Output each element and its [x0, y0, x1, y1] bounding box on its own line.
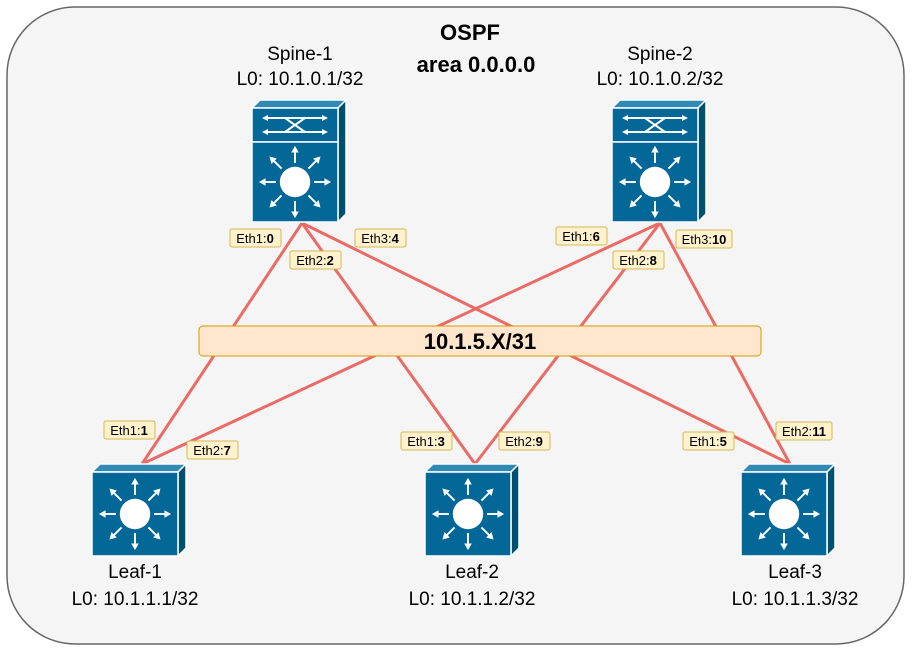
port-label: Eth2:8: [612, 250, 665, 270]
port-label: Eth2:9: [498, 431, 551, 451]
spine-2-name: Spine-2: [627, 44, 693, 65]
port-label: Eth3:4: [354, 228, 407, 248]
spine-2-loopback: L0: 10.1.0.2/32: [597, 69, 724, 90]
svg-text:Eth2:8: Eth2:8: [619, 253, 657, 268]
leaf-3-name: Leaf-3: [768, 562, 822, 583]
svg-text:Eth2:7: Eth2:7: [193, 443, 231, 458]
leaf-3-device[interactable]: Leaf-3 L0: 10.1.1.3/32: [732, 462, 859, 610]
multilayer-switch-icon: [610, 98, 708, 224]
port-label: Eth1:3: [400, 431, 453, 451]
multilayer-switch-icon: [250, 98, 348, 224]
leaf-1-device[interactable]: Leaf-1 L0: 10.1.1.1/32: [72, 462, 199, 610]
leaf-1-loopback: L0: 10.1.1.1/32: [72, 589, 199, 610]
port-label: Eth2:7: [186, 440, 239, 460]
leaf-2-loopback: L0: 10.1.1.2/32: [409, 589, 536, 610]
leaf-2-name: Leaf-2: [445, 562, 499, 583]
svg-text:Eth2:11: Eth2:11: [782, 424, 826, 439]
leaf-2-device[interactable]: Leaf-2 L0: 10.1.1.2/32: [409, 462, 536, 610]
svg-text:Eth3:4: Eth3:4: [361, 231, 399, 246]
port-label: Eth1:1: [103, 420, 156, 440]
subnet-bar: [198, 325, 762, 357]
spine-1-device[interactable]: Spine-1 L0: 10.1.0.1/32: [237, 44, 364, 224]
svg-text:Eth3:10: Eth3:10: [682, 232, 727, 247]
spine-2-device[interactable]: Spine-2 L0: 10.1.0.2/32: [597, 44, 724, 224]
layer3-switch-icon: [739, 462, 837, 558]
layer3-switch-icon: [423, 462, 521, 558]
leaf-1-name: Leaf-1: [108, 562, 162, 583]
spine-1-name: Spine-1: [267, 44, 333, 65]
subnet-label: 10.1.5.X/31: [424, 329, 537, 354]
port-labels: Eth1:0 Eth2:2 Eth3:4 Eth1:6 Eth2:8 Eth3:…: [103, 226, 833, 460]
svg-text:Eth1:0: Eth1:0: [236, 231, 274, 246]
spine-1-loopback: L0: 10.1.0.1/32: [237, 69, 364, 90]
port-label: Eth2:11: [775, 421, 833, 441]
svg-text:Eth2:9: Eth2:9: [505, 434, 543, 449]
port-label: Eth1:0: [229, 228, 282, 248]
port-label: Eth3:10: [675, 229, 733, 249]
port-label: Eth2:2: [289, 250, 342, 270]
svg-text:Eth2:2: Eth2:2: [296, 253, 334, 268]
svg-text:Eth1:3: Eth1:3: [407, 434, 445, 449]
area-title-line1: OSPF: [440, 20, 500, 45]
layer3-switch-icon: [90, 462, 188, 558]
port-label: Eth1:6: [555, 226, 608, 246]
svg-text:Eth1:5: Eth1:5: [689, 434, 727, 449]
svg-text:Eth1:1: Eth1:1: [110, 423, 148, 438]
svg-text:Eth1:6: Eth1:6: [562, 229, 600, 244]
area-title-line2: area 0.0.0.0: [417, 52, 536, 77]
port-label: Eth1:5: [682, 431, 735, 451]
leaf-3-loopback: L0: 10.1.1.3/32: [732, 589, 859, 610]
